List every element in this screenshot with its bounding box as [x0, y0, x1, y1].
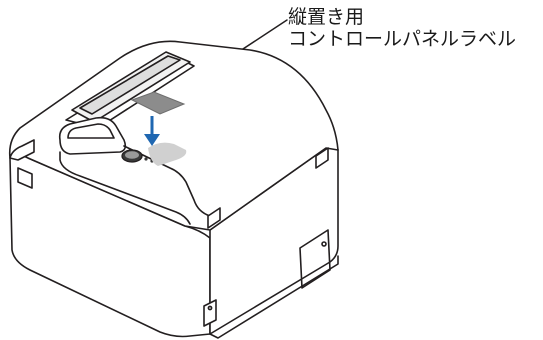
base-edge — [209, 255, 339, 339]
side-lower-recess — [299, 229, 331, 289]
led-1 — [144, 157, 148, 161]
printer-foot — [203, 299, 217, 327]
cover-lip-inner — [67, 123, 115, 139]
side-screw — [321, 241, 327, 247]
front-left-notch — [17, 167, 33, 189]
down-arrow-icon — [144, 116, 160, 146]
printer-top-cover — [8, 40, 339, 231]
front-panel-ridge — [59, 151, 191, 225]
front-screw — [207, 305, 213, 311]
front-bevel — [9, 139, 35, 161]
paper-exit-inner — [79, 55, 181, 115]
callout-line-1: 縦置き用 — [288, 6, 365, 28]
callout-label: 縦置き用 コントロールパネルラベル — [288, 6, 516, 50]
label-target-shadow — [148, 142, 187, 166]
control-panel — [121, 149, 154, 163]
front-panel-ridge-2 — [123, 145, 213, 221]
control-panel-label — [130, 91, 186, 115]
side-notch-top — [315, 147, 329, 169]
callout-line-2: コントロールパネルラベル — [288, 28, 517, 50]
side-notch-left — [207, 207, 221, 229]
